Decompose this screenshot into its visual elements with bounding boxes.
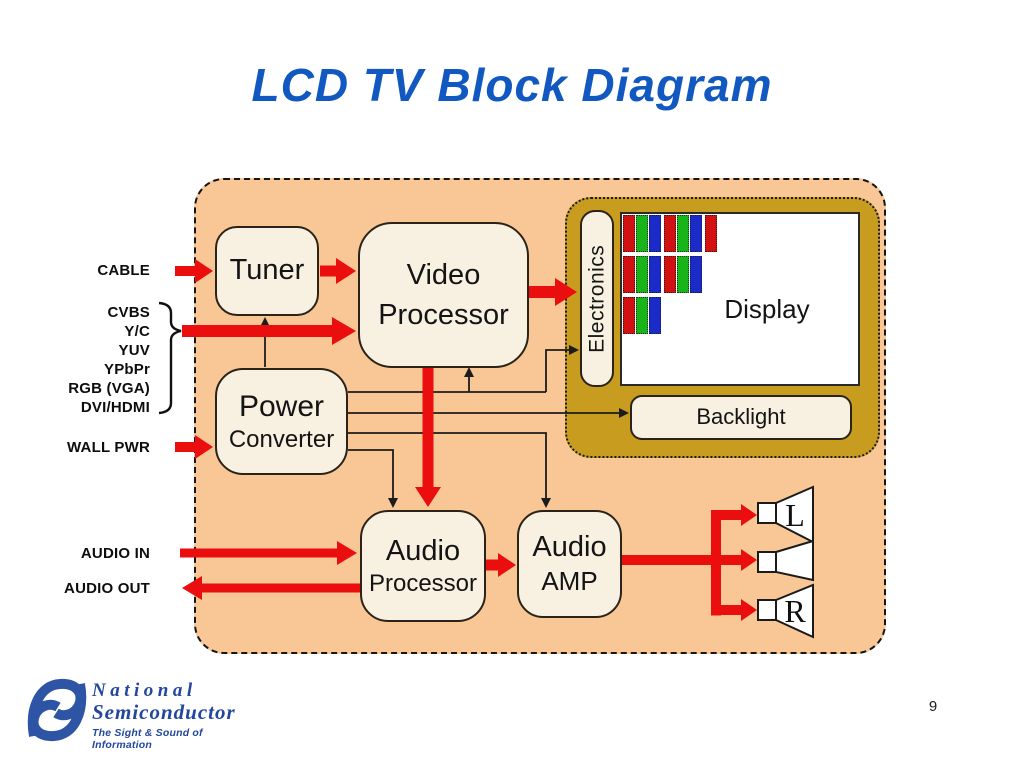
- pixel-bar-green: [636, 215, 648, 252]
- block-electronics: Electronics: [580, 210, 614, 387]
- label-cable: CABLE: [97, 262, 150, 279]
- label-yuv: YUV: [118, 342, 150, 359]
- block-power-converter: Power Converter: [215, 368, 348, 475]
- page-title: LCD TV Block Diagram: [251, 59, 773, 111]
- pixel-bar-blue: [690, 256, 702, 293]
- label-ypbpr: YPbPr: [103, 361, 150, 378]
- backlight-label: Backlight: [696, 404, 786, 430]
- label-yc: Y/C: [124, 323, 150, 340]
- label-video-sources: CVBS Y/C YUV YPbPr RGB (VGA) DVI/HDMI: [28, 303, 150, 417]
- label-wall-pwr: WALL PWR: [67, 439, 150, 456]
- pixel-bar-red: [705, 215, 717, 252]
- pixel-bar-blue: [690, 215, 702, 252]
- audio-processor-line2: Processor: [368, 570, 478, 598]
- pixel-bar-blue: [649, 256, 661, 293]
- pixel-row: [623, 215, 718, 252]
- tuner-label: Tuner: [229, 254, 305, 287]
- pixel-bar-red: [623, 297, 635, 334]
- pixel-row: [623, 297, 718, 334]
- label-cvbs: CVBS: [107, 304, 150, 321]
- audio-amp-line2: AMP: [541, 565, 598, 596]
- power-converter-line2: Converter: [228, 426, 335, 454]
- block-video-processor: Video Processor: [358, 222, 529, 368]
- display-label: Display: [724, 294, 810, 324]
- input-group-brace: [158, 301, 182, 415]
- video-processor-line2: Processor: [378, 299, 509, 331]
- label-audio-out: AUDIO OUT: [64, 580, 150, 597]
- block-display: Display: [620, 212, 860, 386]
- block-audio-amp: Audio AMP: [517, 510, 622, 618]
- electronics-label: Electronics: [585, 244, 609, 353]
- pixel-bar-red: [623, 256, 635, 293]
- pixel-bar-blue: [649, 215, 661, 252]
- pixel-bar-green: [677, 256, 689, 293]
- pixel-bar-blue: [649, 297, 661, 334]
- pixel-bar-red: [623, 215, 635, 252]
- pixel-bar-green: [677, 215, 689, 252]
- block-backlight: Backlight: [630, 395, 852, 440]
- label-dvi-hdmi: DVI/HDMI: [80, 399, 150, 416]
- ns-logo-icon: [27, 678, 87, 742]
- label-rgb-vga: RGB (VGA): [68, 380, 150, 397]
- block-tuner: Tuner: [215, 226, 319, 316]
- audio-processor-line1: Audio: [385, 534, 461, 567]
- video-processor-line1: Video: [406, 258, 481, 291]
- power-converter-line1: Power: [238, 389, 325, 423]
- logo-name-line2: Semiconductor: [92, 700, 236, 724]
- block-audio-processor: Audio Processor: [360, 510, 486, 622]
- logo-name-line1: National: [92, 680, 197, 701]
- audio-amp-line1: Audio: [532, 531, 607, 564]
- pixel-row: [623, 256, 718, 293]
- pixel-bar-green: [636, 297, 648, 334]
- pixel-grid: [623, 215, 718, 338]
- pixel-bar-green: [636, 256, 648, 293]
- logo-tagline: The Sight & Sound of Information: [92, 727, 203, 751]
- pixel-bar-red: [664, 215, 676, 252]
- page-number: 9: [928, 698, 938, 715]
- label-audio-in: AUDIO IN: [80, 545, 150, 562]
- pixel-bar-red: [664, 256, 676, 293]
